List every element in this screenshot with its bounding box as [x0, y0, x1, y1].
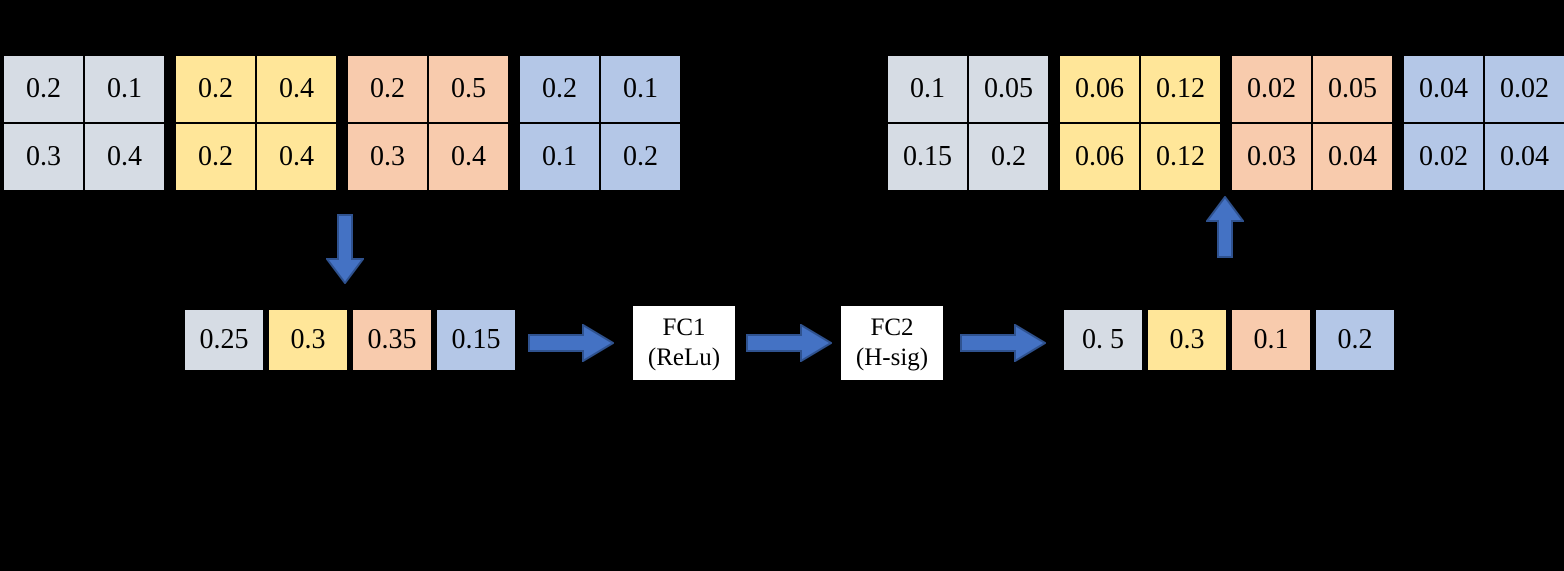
matrix-cell: 0.15	[887, 123, 968, 191]
vector-cell: 0.2	[1314, 308, 1396, 372]
arrow-right-fc2-to-scale-icon	[960, 324, 1046, 362]
matrix-cell: 0.2	[600, 123, 681, 191]
vector-value: 0.3	[1169, 324, 1205, 355]
input-feature-map-blue: 0.2 0.1 0.1 0.2	[518, 54, 682, 192]
vector-value: 0.3	[290, 324, 326, 355]
arrow-up-icon	[1206, 196, 1244, 258]
vector-value: 0.25	[199, 324, 249, 355]
vector-value: 0.15	[451, 324, 501, 355]
matrix-cell: 0.4	[256, 123, 337, 191]
matrix-cell: 0.2	[519, 55, 600, 123]
vector-value: 0. 5	[1082, 324, 1124, 355]
output-feature-map-orange: 0.02 0.05 0.03 0.04	[1230, 54, 1394, 192]
vector-cell: 0.3	[1146, 308, 1228, 372]
vector-cell: 0.1	[1230, 308, 1312, 372]
fc2-box: FC2 (H-sig)	[840, 305, 944, 381]
matrix-cell: 0.12	[1140, 55, 1221, 123]
matrix-cell: 0.2	[968, 123, 1049, 191]
fc1-label: FC1	[662, 313, 706, 341]
arrow-right-fc1-to-fc2-icon	[746, 324, 832, 362]
matrix-cell: 0.3	[347, 123, 428, 191]
vector-cell: 0.25	[183, 308, 265, 372]
vector-cell: 0.15	[435, 308, 517, 372]
matrix-cell: 0.06	[1059, 123, 1140, 191]
matrix-cell: 0.02	[1484, 55, 1564, 123]
matrix-cell: 0.2	[3, 55, 84, 123]
output-feature-map-gray: 0.1 0.05 0.15 0.2	[886, 54, 1050, 192]
matrix-cell: 0.02	[1231, 55, 1312, 123]
output-feature-map-blue: 0.04 0.02 0.02 0.04	[1402, 54, 1564, 192]
matrix-cell: 0.5	[428, 55, 509, 123]
vector-cell: 0. 5	[1062, 308, 1144, 372]
fc1-activation-label: (ReLu)	[647, 344, 721, 371]
matrix-cell: 0.04	[1484, 123, 1564, 191]
vector-value: 0.2	[1337, 324, 1373, 355]
vector-cell: 0.3	[267, 308, 349, 372]
matrix-cell: 0.4	[256, 55, 337, 123]
vector-value: 0.35	[367, 324, 417, 355]
matrix-cell: 0.1	[519, 123, 600, 191]
matrix-cell: 0.4	[84, 123, 165, 191]
scale-vector-row: 0. 5 0.3 0.1 0.2	[1062, 308, 1398, 372]
matrix-cell: 0.2	[175, 55, 256, 123]
matrix-cell: 0.1	[84, 55, 165, 123]
matrix-cell: 0.04	[1403, 55, 1484, 123]
arrow-down-icon	[326, 214, 364, 284]
matrix-cell: 0.05	[968, 55, 1049, 123]
matrix-cell: 0.1	[887, 55, 968, 123]
input-feature-map-yellow: 0.2 0.4 0.2 0.4	[174, 54, 338, 192]
fc1-box: FC1 (ReLu)	[632, 305, 736, 381]
matrix-cell: 0.1	[600, 55, 681, 123]
input-feature-map-orange: 0.2 0.5 0.3 0.4	[346, 54, 510, 192]
matrix-cell: 0.04	[1312, 123, 1393, 191]
matrix-cell: 0.05	[1312, 55, 1393, 123]
matrix-cell: 0.2	[347, 55, 428, 123]
output-feature-map-yellow: 0.06 0.12 0.06 0.12	[1058, 54, 1222, 192]
matrix-cell: 0.4	[428, 123, 509, 191]
matrix-cell: 0.2	[175, 123, 256, 191]
vector-value: 0.1	[1253, 324, 1289, 355]
vector-cell: 0.35	[351, 308, 433, 372]
matrix-cell: 0.06	[1059, 55, 1140, 123]
matrix-cell: 0.3	[3, 123, 84, 191]
pooled-vector-row: 0.25 0.3 0.35 0.15	[183, 308, 519, 372]
input-feature-map-gray: 0.2 0.1 0.3 0.4	[2, 54, 166, 192]
matrix-cell: 0.03	[1231, 123, 1312, 191]
matrix-cell: 0.02	[1403, 123, 1484, 191]
matrix-cell: 0.12	[1140, 123, 1221, 191]
arrow-right-pool-to-fc1-icon	[528, 324, 614, 362]
fc2-activation-label: (H-sig)	[855, 344, 929, 371]
fc2-label: FC2	[870, 313, 914, 341]
